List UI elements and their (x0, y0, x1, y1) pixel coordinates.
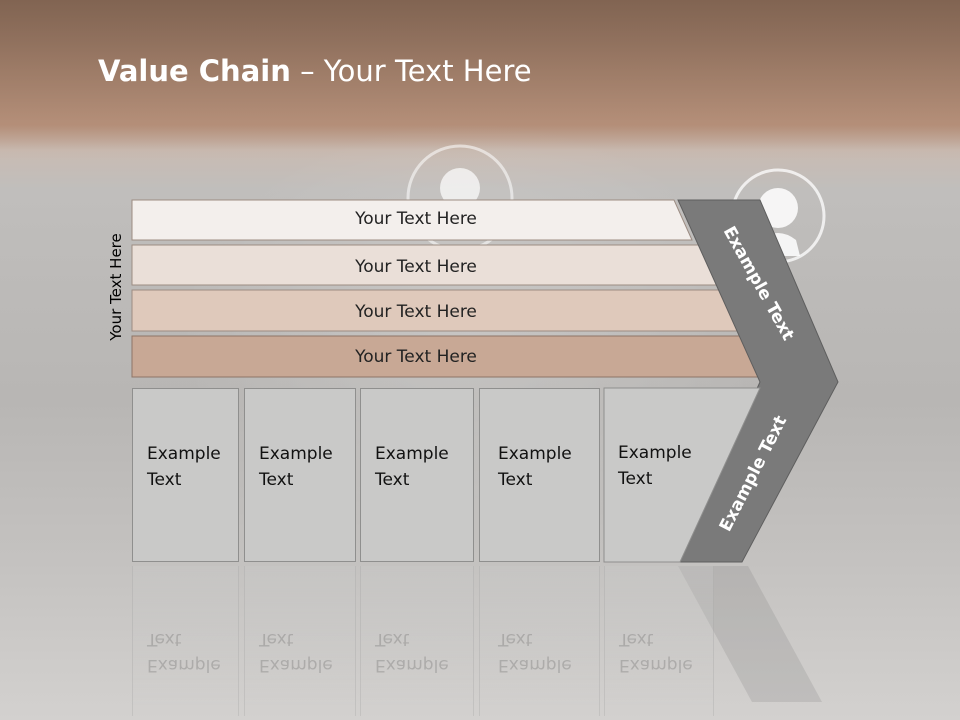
page-title: Value Chain – Your Text Here (98, 54, 532, 88)
cell-3-line1: Example (375, 444, 449, 464)
cell-4-line1: Example (498, 444, 572, 464)
title-band (0, 0, 960, 160)
title-bold: Value Chain (98, 54, 291, 88)
bar-1-label: Your Text Here (354, 209, 477, 229)
cell-1-line1: Example (147, 444, 221, 464)
bar-1 (131, 199, 693, 241)
cell-1: Example Text (132, 388, 239, 562)
bar-3-label: Your Text Here (354, 302, 477, 322)
bar-4-label: Your Text Here (354, 347, 477, 367)
cell-2-line2: Text (259, 470, 294, 490)
cell-5-line2: Text (618, 469, 653, 489)
cell-4-line2: Text (498, 470, 533, 490)
chevron-arrow (677, 199, 839, 563)
title-rest: – Your Text Here (290, 54, 532, 88)
cell-3-line2: Text (375, 470, 410, 490)
cell-1-line2: Text (147, 470, 182, 490)
bar-2-label: Your Text Here (354, 257, 477, 277)
person-head-icon (440, 168, 480, 208)
cell-5-line1: Example (618, 443, 692, 463)
cell-5-background (603, 387, 761, 563)
cell-2: Example Text (244, 388, 356, 562)
cell-2-line1: Example (259, 444, 333, 464)
chevron-reflection (678, 566, 822, 702)
cell-5: Example Text (604, 388, 714, 562)
cell-4: Example Text (479, 388, 600, 562)
cell-3: Example Text (360, 388, 474, 562)
